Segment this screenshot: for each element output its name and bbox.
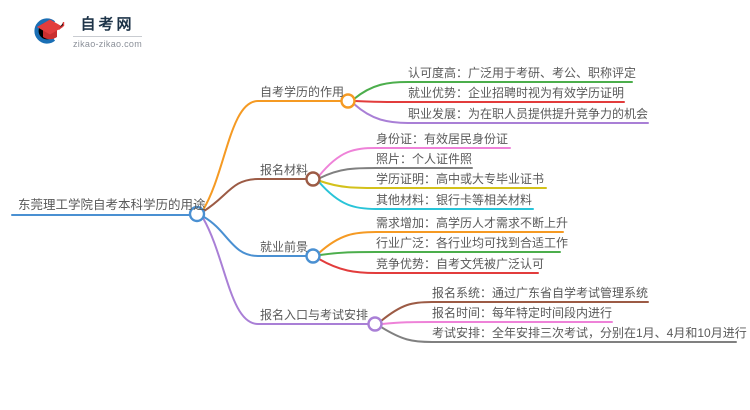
branch-toggle-2[interactable]: [305, 248, 321, 264]
edge-leaf-1-0: [318, 147, 511, 177]
edge-branch-3: [202, 217, 369, 325]
leaf-node-0-1[interactable]: 就业优势：企业招聘时视为有效学历证明: [408, 86, 625, 100]
edge-leaf-2-2: [318, 258, 539, 274]
logo-divider: [73, 36, 143, 37]
branch-toggle-0[interactable]: [340, 93, 356, 109]
branch-toggle-3[interactable]: [367, 316, 383, 332]
leaf-node-0-0[interactable]: 认可度高：广泛用于考研、考公、职称评定: [408, 66, 637, 80]
leaf-node-2-1[interactable]: 行业广泛：各行业均可找到合适工作: [376, 236, 569, 250]
logo-cap-tassel-shape: [58, 22, 65, 31]
edge-leaf-2-1: [319, 251, 561, 256]
edge-branch-0: [202, 100, 342, 211]
edge-leaf-0-2: [353, 103, 649, 124]
leaf-node-3-2[interactable]: 考试安排：全年安排三次考试，分别在1月、4月和10月进行: [432, 326, 747, 340]
site-logo[interactable]: 自考网 zikao-zikao.com: [34, 16, 143, 49]
edge-leaf-0-1: [354, 100, 625, 103]
root-toggle[interactable]: [188, 205, 206, 223]
root-node[interactable]: 东莞理工学院自考本科学历的用途: [18, 198, 206, 212]
graduation-cap-logo-icon: [34, 18, 65, 44]
edge-branch-1: [203, 178, 307, 212]
edge-leaf-0-0: [353, 81, 633, 100]
edge-leaf-3-1: [381, 321, 613, 325]
leaf-node-0-2[interactable]: 职业发展：为在职人员提供提升竞争力的机会: [408, 107, 649, 121]
leaf-node-2-2[interactable]: 竞争优势：自考文凭被广泛认可: [376, 257, 545, 271]
edge-leaf-1-3: [318, 181, 534, 210]
edge-leaf-3-2: [380, 326, 737, 343]
branch-node-0[interactable]: 自考学历的作用: [260, 85, 345, 99]
leaf-node-1-0[interactable]: 身份证：有效居民身份证: [376, 132, 509, 146]
branch-node-1[interactable]: 报名材料: [260, 163, 309, 177]
leaf-node-3-0[interactable]: 报名系统：通过广东省自学考试管理系统: [432, 286, 649, 300]
edge-leaf-3-0: [380, 301, 649, 322]
edge-leaf-1-2: [319, 180, 547, 189]
logo-cap-board-shape: [37, 19, 63, 35]
site-domain: zikao-zikao.com: [73, 39, 143, 49]
branch-node-3[interactable]: 报名入口与考试安排: [260, 308, 369, 322]
leaf-node-1-3[interactable]: 其他材料：银行卡等相关材料: [376, 193, 533, 207]
leaf-node-1-1[interactable]: 照片：个人证件照: [376, 152, 473, 166]
site-name: 自考网: [80, 16, 135, 33]
branch-toggle-1[interactable]: [305, 171, 321, 187]
edge-leaf-1-1: [319, 167, 473, 179]
edge-branch-2: [203, 216, 307, 257]
leaf-node-3-1[interactable]: 报名时间：每年特定时间段内进行: [432, 306, 613, 320]
leaf-node-2-0[interactable]: 需求增加：高学历人才需求不断上升: [376, 216, 569, 230]
branch-node-2[interactable]: 就业前景: [260, 240, 309, 254]
leaf-node-1-2[interactable]: 学历证明：高中或大专毕业证书: [376, 172, 545, 186]
edge-leaf-2-0: [318, 231, 564, 254]
